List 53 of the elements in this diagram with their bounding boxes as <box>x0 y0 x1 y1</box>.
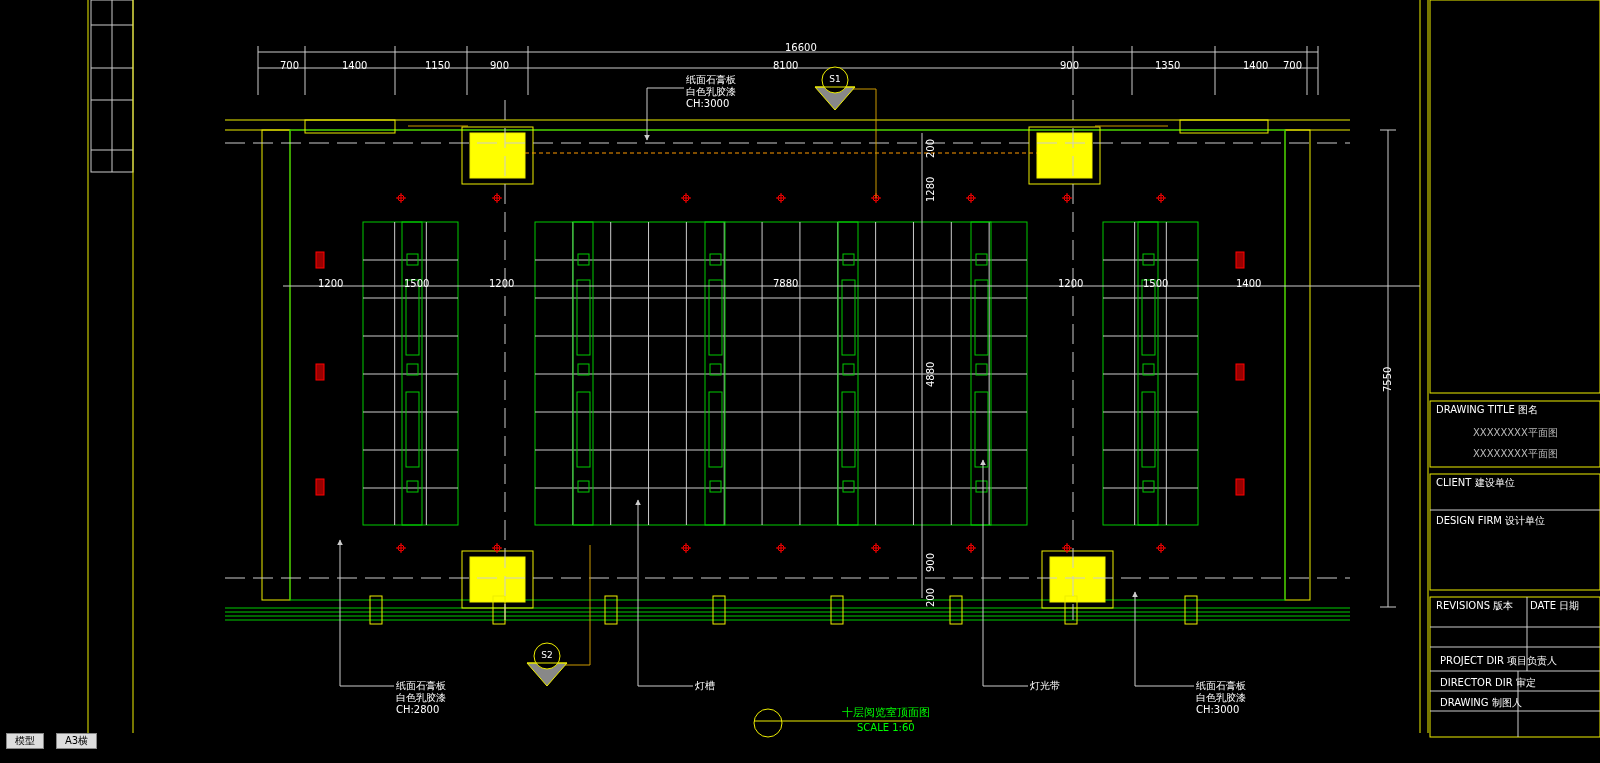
callout-text: 白色乳胶漆 <box>396 692 446 704</box>
dimension-text: 900 <box>490 60 510 72</box>
title-block-text: XXXXXXXX平面图 <box>1473 448 1558 460</box>
dimension-text: 4880 <box>925 361 937 387</box>
title-block-text: PROJECT DIR 项目负责人 <box>1440 655 1558 667</box>
dimension-text: 1200 <box>489 278 515 290</box>
title-block-text: DATE 日期 <box>1530 600 1580 612</box>
callout-text: 纸面石膏板 <box>396 680 446 692</box>
leader-line <box>337 539 395 687</box>
callout-text: 灯槽 <box>695 680 715 692</box>
dimension-text: 1400 <box>1236 278 1262 290</box>
title-block-text: DRAWING TITLE 图名 <box>1436 404 1539 416</box>
dimension-text: 200 <box>925 138 937 158</box>
leader-line <box>644 87 685 141</box>
dimension-text: 8100 <box>773 60 799 72</box>
title-block-text: CLIENT 建设单位 <box>1436 477 1515 489</box>
title-block-text: XXXXXXXX平面图 <box>1473 427 1558 439</box>
callout-text: CH:3000 <box>1196 704 1241 716</box>
callout-text: CH:2800 <box>396 704 441 716</box>
dimension-text: 900 <box>1060 60 1080 72</box>
dimension-text: 1400 <box>1243 60 1269 72</box>
dimension-text: 1400 <box>342 60 368 72</box>
dimension-text: 1200 <box>1058 278 1084 290</box>
dimension-text: 1200 <box>318 278 344 290</box>
layout-tab: A3横 <box>56 733 98 749</box>
callout-text: 白色乳胶漆 <box>686 86 736 98</box>
callout-text: 白色乳胶漆 <box>1196 692 1246 704</box>
callout-text: CH:3000 <box>686 98 731 110</box>
dimension-text: 1150 <box>425 60 451 72</box>
callout-text: 灯光带 <box>1030 680 1060 692</box>
drawing-title: 十层阅览室顶面图 <box>842 706 930 719</box>
dimension-text: 7550 <box>1382 366 1394 392</box>
dimension-text: 16600 <box>785 42 817 54</box>
dimension-text: 200 <box>925 587 937 607</box>
title-block-text: REVISIONS 版本 <box>1436 600 1514 612</box>
leader-line <box>980 459 1029 687</box>
leader-line <box>635 499 694 687</box>
title-block-text: DESIGN FIRM 设计单位 <box>1436 515 1546 527</box>
title-block-text: DRAWING 制图人 <box>1440 697 1522 709</box>
callout-text: 纸面石膏板 <box>686 74 736 86</box>
dimension-text: 1280 <box>925 176 937 202</box>
dimension-text: 900 <box>925 552 937 572</box>
section-label: S2 <box>540 650 554 661</box>
title-block-text: DIRECTOR DIR 审定 <box>1440 677 1536 689</box>
scale-text: SCALE 1:60 <box>857 722 915 734</box>
dimension-text: 700 <box>280 60 300 72</box>
leader-line <box>1132 591 1195 687</box>
section-label: S1 <box>828 74 842 85</box>
layout-tab: 模型 <box>6 733 44 749</box>
dimension-text: 7880 <box>773 278 799 290</box>
dimension-text: 1350 <box>1155 60 1181 72</box>
callout-text: 纸面石膏板 <box>1196 680 1246 692</box>
dimension-text: 700 <box>1283 60 1303 72</box>
